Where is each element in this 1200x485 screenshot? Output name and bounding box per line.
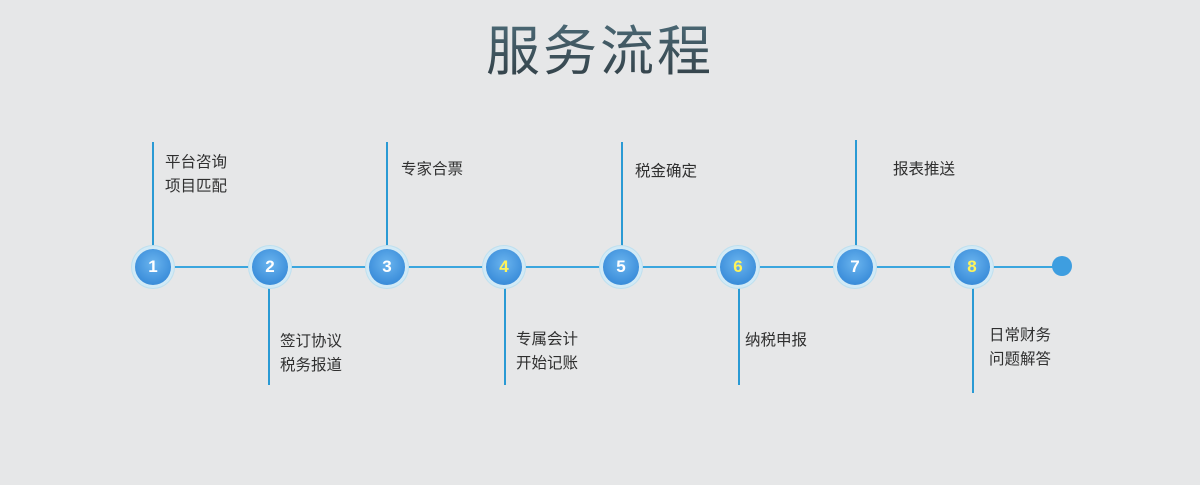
step-3-label: 专家合票 [401, 157, 463, 181]
step-4-node: 4 [486, 249, 522, 285]
step-7-node: 7 [837, 249, 873, 285]
timeline-end-dot [1052, 256, 1072, 276]
step-2-node: 2 [252, 249, 288, 285]
step-8-line-2: 问题解答 [989, 350, 1052, 368]
step-5-line-1: 税金确定 [635, 162, 698, 180]
step-4-line-2: 开始记账 [516, 354, 579, 372]
step-1-label: 平台咨询 项目匹配 [165, 150, 227, 198]
step-6-line-1: 纳税申报 [745, 331, 808, 349]
connector-step-4 [504, 285, 506, 385]
step-8-node: 8 [954, 249, 990, 285]
step-8-line-1: 日常财务 [989, 326, 1052, 344]
step-3-node: 3 [369, 249, 405, 285]
step-4-line-1: 专属会计 [516, 330, 579, 348]
connector-step-6 [738, 285, 740, 385]
step-7-label: 报表推送 [893, 157, 955, 181]
page-title: 服务流程 [0, 14, 1200, 90]
step-2-label: 签订协议 税务报道 [280, 329, 342, 377]
step-5-label: 税金确定 [635, 159, 697, 183]
step-6-label: 纳税申报 [745, 328, 807, 352]
step-4-label: 专属会计 开始记账 [516, 327, 578, 375]
step-6-node: 6 [720, 249, 756, 285]
connector-step-1 [152, 142, 154, 250]
step-5-node: 5 [603, 249, 639, 285]
connector-step-2 [268, 285, 270, 385]
step-8-label: 日常财务 问题解答 [989, 323, 1051, 371]
connector-step-8 [972, 285, 974, 393]
step-7-line-1: 报表推送 [893, 160, 956, 178]
step-1-line-2: 项目匹配 [165, 177, 228, 195]
connector-step-7 [855, 140, 857, 250]
step-1-line-1: 平台咨询 [165, 153, 228, 171]
connector-step-5 [621, 142, 623, 250]
step-3-line-1: 专家合票 [401, 160, 464, 178]
step-1-node: 1 [135, 249, 171, 285]
connector-step-3 [386, 142, 388, 250]
step-2-line-1: 签订协议 [280, 332, 343, 350]
step-2-line-2: 税务报道 [280, 356, 343, 374]
